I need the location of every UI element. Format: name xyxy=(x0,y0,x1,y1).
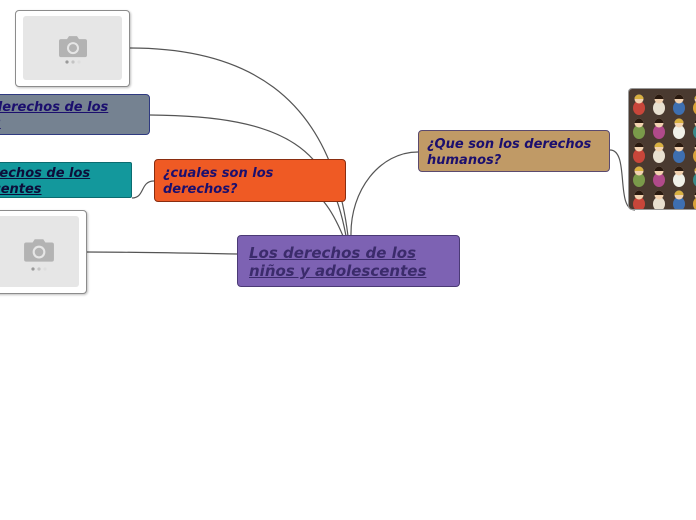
topic-cuales-line2: derechos? xyxy=(163,182,238,197)
figurine xyxy=(673,166,685,187)
figurine xyxy=(653,166,665,187)
figurine xyxy=(633,190,645,209)
topic-que-line2: humanos? xyxy=(427,153,502,168)
link-central-top-image xyxy=(129,47,349,237)
topic-que-son-los-derechos-humanos[interactable]: ¿Que son los derechos humanos? xyxy=(418,130,610,172)
central-topic-line2: niños y adolescentes xyxy=(249,262,427,280)
topic-grey-line1: derechos de los xyxy=(0,100,109,115)
central-topic[interactable]: Los derechos de los niños y adolescentes xyxy=(237,235,460,287)
link-central-bottom-image xyxy=(85,251,238,255)
figurine xyxy=(673,142,685,163)
topic-que-line1: ¿Que son los derechos xyxy=(427,137,592,152)
pager-dots-icon xyxy=(31,267,47,271)
link-central-que xyxy=(350,151,419,237)
figurine xyxy=(633,118,645,139)
figurine xyxy=(673,190,685,209)
figurines-photo-image xyxy=(629,89,696,209)
figurine xyxy=(673,118,685,139)
image-placeholder-top[interactable] xyxy=(15,10,130,87)
image-placeholder-bottom[interactable] xyxy=(0,210,87,294)
topic-teal-line2: centes xyxy=(0,182,42,197)
camera-icon xyxy=(23,238,54,262)
figurine xyxy=(653,118,665,139)
topic-cuales-line1: ¿cuales son los xyxy=(163,166,274,181)
camera-icon xyxy=(58,36,87,58)
figurine xyxy=(633,142,645,163)
topic-teal-line1: rechos de los xyxy=(0,166,91,181)
topic-cuales-son-los-derechos[interactable]: ¿cuales son los derechos? xyxy=(154,159,346,202)
link-cuales-teal xyxy=(131,180,155,199)
central-topic-line1: Los derechos de los xyxy=(249,244,417,262)
figurine xyxy=(633,166,645,187)
figurine xyxy=(653,142,665,163)
figurine xyxy=(673,94,685,115)
figurines-photo[interactable] xyxy=(628,88,696,210)
link-central-grey-topic xyxy=(149,114,347,237)
figurine xyxy=(633,94,645,115)
figurine xyxy=(653,190,665,209)
topic-grey-derechos[interactable]: derechos de los s xyxy=(0,94,150,135)
pager-dots-icon xyxy=(64,60,81,64)
figurine xyxy=(653,94,665,115)
topic-grey-line2: s xyxy=(0,116,141,132)
topic-teal-derechos[interactable]: rechos de los centes xyxy=(0,162,132,198)
